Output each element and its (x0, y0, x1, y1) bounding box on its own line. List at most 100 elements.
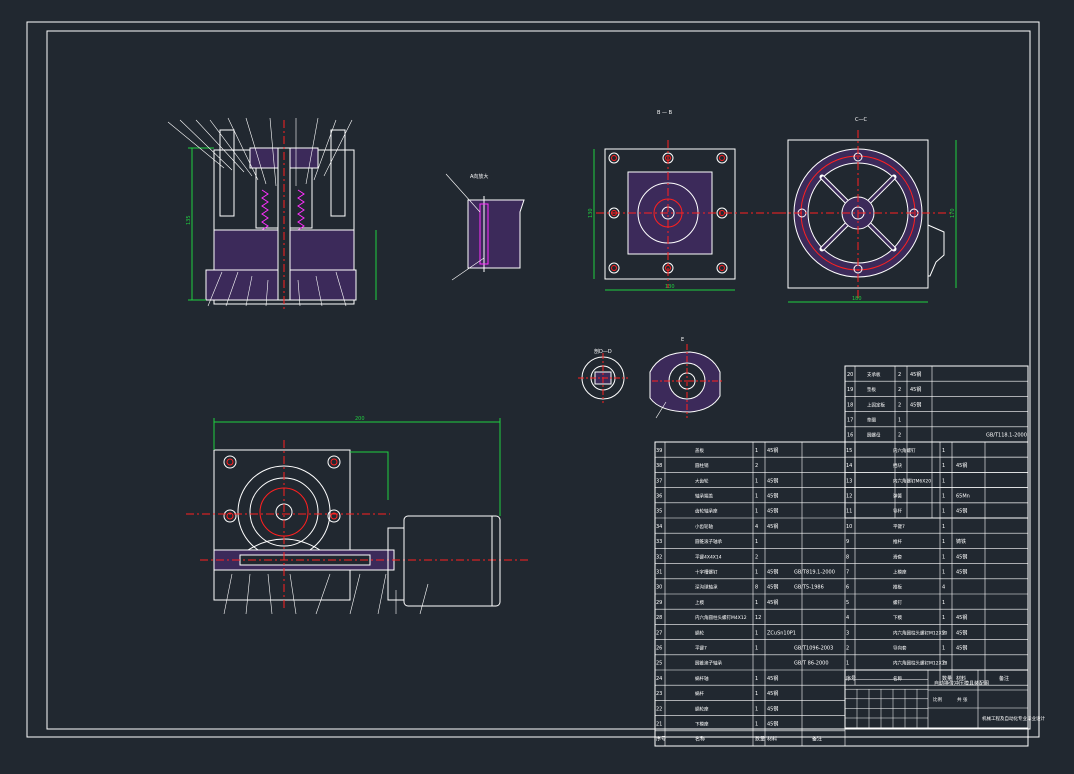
bom-upper-name: 圆螺母 (867, 432, 881, 439)
bottom-corner-holes (223, 455, 341, 523)
bottom-width-label: 200 (355, 416, 365, 422)
bom-right-no: 1 (846, 661, 849, 667)
view-d-label: 剖D—D (594, 348, 612, 355)
detail-a-outline (467, 199, 525, 269)
bom-left-name: 十字槽螺钉 (695, 568, 718, 575)
bom-left-mat: 45钢 (767, 599, 778, 606)
bom-right-name: 内六角圆柱头螺钉M12X50 (893, 629, 948, 636)
bom-left-qty: 1 (755, 691, 758, 697)
bom-left-no: 23 (656, 691, 662, 697)
bom-right-mat: 45钢 (956, 462, 967, 469)
inner-dim (350, 451, 389, 500)
view-e-label: E (681, 337, 684, 343)
bom-left-std: GB/T5-1986 (794, 585, 824, 591)
bom-left-std: GB/T819.1-2000 (794, 569, 835, 575)
bom-upper-mat: 45钢 (910, 386, 921, 393)
bom-left-qty: 1 (755, 676, 758, 682)
bom-left-name: 蜗杆轴 (695, 675, 709, 682)
left-bolt (219, 129, 235, 217)
bom-right-no: 12 (846, 493, 852, 499)
bom-right-qty: 1 (942, 600, 945, 606)
bom-right-qty: 1 (942, 615, 945, 621)
bom-right-name: 滑套 (893, 553, 902, 560)
bom-left-mat: 45钢 (767, 568, 778, 575)
bom-left-qty: 1 (755, 509, 758, 515)
bom-right-name: 平键7 (893, 523, 905, 530)
bom-left-no: 22 (656, 706, 662, 712)
bom-left-mat: 45钢 (767, 477, 778, 484)
bom-footer-mat: 材料 (767, 736, 777, 743)
bom-left-name: 盖板 (695, 447, 704, 454)
detail-a-leader-2 (451, 257, 485, 281)
bottom-view[interactable]: 200 (186, 416, 528, 615)
bom-right-name: 螺钉 (893, 599, 902, 606)
bom-upper-qty: 2 (898, 433, 901, 439)
bom-right-mat: 65Mn (956, 493, 970, 499)
view-b-label: B — B (657, 110, 673, 116)
detail-a-label: A向放大 (470, 173, 488, 180)
bom-left-no: 38 (656, 463, 662, 469)
bom-right-name: 弹簧 (893, 492, 902, 499)
view-d[interactable]: 剖D—D (578, 348, 628, 403)
bom-left-mat: 45钢 (767, 584, 778, 591)
e-leader (655, 401, 667, 419)
bom-right-name: 下模 (893, 614, 902, 621)
bom-left-std: GB/T1096-2003 (794, 645, 833, 651)
detail-a-view[interactable]: A向放大 (445, 173, 525, 281)
bom-footer-note: 备注 (812, 736, 822, 743)
bom-left-no: 39 (656, 448, 662, 454)
bom-left-no: 32 (656, 554, 662, 560)
bom-right-name: 挡块 (893, 462, 902, 469)
bom-right-name: 名称 (893, 675, 902, 682)
bom-right-mat: 铸铁 (956, 538, 966, 545)
bom-left-name: 蜗轮座 (695, 705, 709, 712)
bom-right-qty: 1 (942, 478, 945, 484)
bom-right-qty: 1 (942, 645, 945, 651)
bom-right-no: 10 (846, 524, 852, 530)
bom-upper-mat: 45钢 (910, 371, 921, 378)
plate-width-label: 130 (665, 284, 675, 290)
detail-a-pin (479, 203, 489, 265)
sheet-label: 共 张 (957, 696, 968, 703)
bom-upper-qty: 1 (898, 417, 901, 423)
bom-footer-no: 序号 (656, 736, 666, 743)
bom-right-no: 11 (846, 509, 852, 515)
bom-left-qty: 1 (755, 721, 758, 727)
front-section-view[interactable]: 135 (167, 117, 377, 310)
bom-right-name: 导向套 (893, 644, 907, 651)
bom-upper-note: GB/T118.1-2000 (986, 433, 1027, 439)
bom-left-no: 24 (656, 676, 662, 682)
scale-label: 比例 (933, 696, 942, 703)
view-c[interactable]: C—C 180 170 (778, 117, 957, 303)
bom-upper-mat: 45钢 (910, 401, 921, 408)
bom-left-qty: 1 (755, 706, 758, 712)
bom-left-mat: 45钢 (767, 508, 778, 515)
bom-right-no: 2 (846, 645, 849, 651)
plate-holes (608, 152, 728, 274)
bom-right-no: 13 (846, 478, 852, 484)
bom-upper-qty: 2 (898, 372, 901, 378)
bom-left-mat: 45钢 (767, 675, 778, 682)
view-b[interactable]: B — B 130 130 (588, 110, 790, 291)
bom-left-no: 29 (656, 600, 662, 606)
bom-left-name: 圆锥滚子轴承 (695, 660, 722, 667)
bom-upper-name: 支承板 (867, 371, 881, 378)
bom-right-qty: 4 (942, 585, 945, 591)
title-block[interactable]: 自动换位冲压模具装配图 机械工程及自动化专业毕业设计 比例共 张 (844, 669, 1045, 729)
bom-upper-name: 垫板 (867, 386, 876, 393)
school-name: 机械工程及自动化专业毕业设计 (982, 715, 1045, 722)
bom-right-qty: 1 (942, 493, 945, 499)
bottom-housing (213, 449, 351, 601)
bom-left-qty: 1 (755, 600, 758, 606)
bom-right-qty: 1 (942, 539, 945, 545)
bom-right-name: 推杆 (893, 538, 902, 545)
bom-right-qty: 1 (942, 524, 945, 530)
right-bolt (330, 129, 346, 217)
view-e[interactable]: E (649, 337, 724, 419)
bom-right-name: 内六角圆柱头螺钉M12X18 (893, 660, 948, 667)
bom-left-qty: 2 (755, 554, 758, 560)
bom-left-no: 30 (656, 585, 662, 591)
bom-left-no: 37 (656, 478, 662, 484)
